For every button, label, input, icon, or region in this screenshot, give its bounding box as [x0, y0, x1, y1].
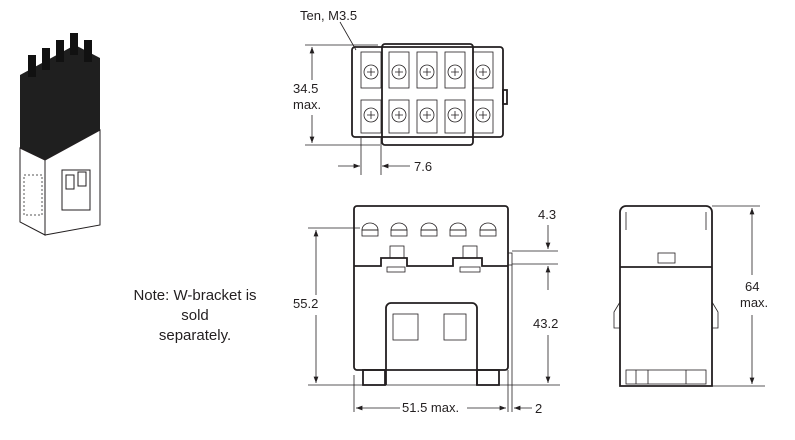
relay-illustration — [19, 33, 101, 236]
top-height-label: 34.5 — [293, 81, 318, 96]
top-offset-label: 4.3 — [538, 207, 556, 222]
mount-height-label: 43.2 — [533, 316, 558, 331]
bracket-offset-label: 2 — [535, 401, 542, 416]
front-view — [308, 205, 560, 412]
top-height-suffix: max. — [293, 97, 321, 112]
front-height-label: 55.2 — [293, 296, 318, 311]
side-height-suffix: max. — [740, 295, 768, 310]
terminal-label: Ten, M3.5 — [300, 8, 357, 23]
top-view — [305, 21, 508, 175]
note-line-1: Note: W-bracket is sold — [133, 287, 257, 324]
pitch-label: 7.6 — [414, 159, 432, 174]
width-label: 51.5 max. — [402, 400, 459, 415]
side-view — [613, 205, 765, 387]
side-height-label: 64 — [745, 279, 759, 294]
bracket-note: Note: W-bracket is sold separately. — [120, 286, 270, 346]
note-line-2: separately. — [158, 327, 232, 344]
